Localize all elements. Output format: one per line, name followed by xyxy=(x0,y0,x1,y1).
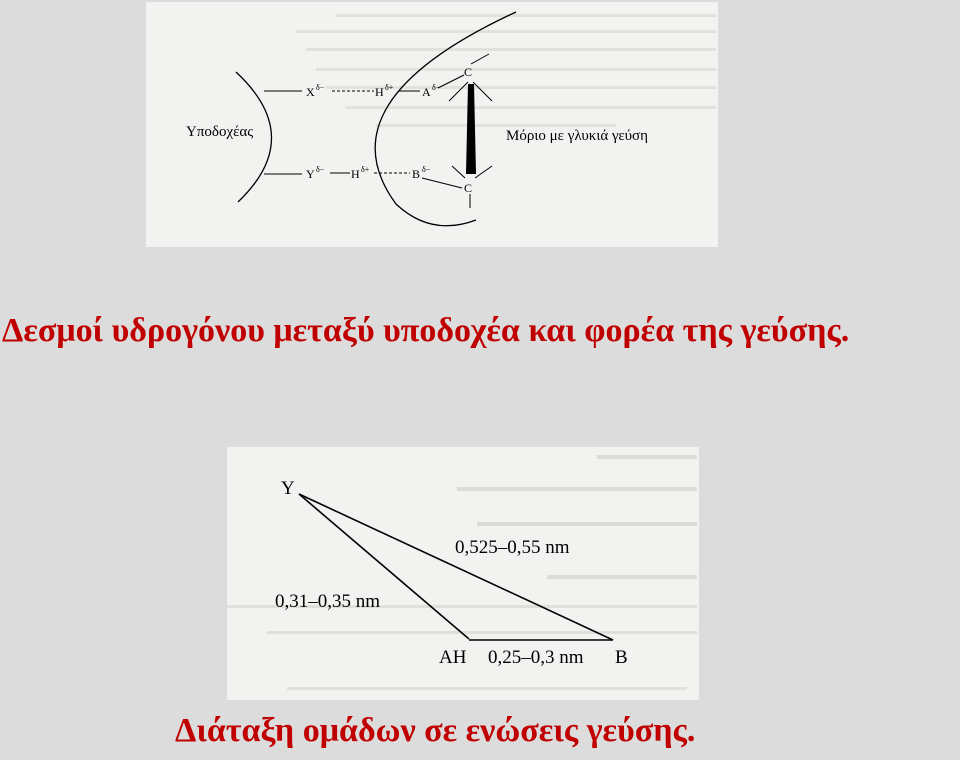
edge-y-b xyxy=(298,493,614,641)
receptor-arc xyxy=(235,71,273,203)
x-delta: δ− xyxy=(316,83,325,92)
vertex-y: Y xyxy=(281,478,295,499)
caption-group-arrangement: Διάταξη ομάδων σε ενώσεις γεύσης. xyxy=(175,712,696,749)
molecule-label: Μόριο με γλυκιά γεύση xyxy=(506,128,648,144)
background-bleed-text xyxy=(296,14,716,127)
c-top-substituent-left xyxy=(448,81,469,102)
h-delta-top: δ+ xyxy=(385,83,394,92)
bond-a-to-c xyxy=(437,74,465,89)
taste-triangle-diagram: Y AH B 0,525–0,55 nm 0,31–0,35 nm 0,25–0… xyxy=(227,447,699,700)
receptor-label: Υποδοχέας xyxy=(186,124,253,140)
background-bleed-text xyxy=(227,455,697,690)
c-bottom-substituent-left xyxy=(451,165,466,179)
distance-ah-b: 0,25–0,3 nm xyxy=(488,647,584,668)
c-top-substituent-up xyxy=(470,53,490,65)
bond-b-to-c xyxy=(421,177,463,189)
edge-y-ah xyxy=(298,493,470,640)
wedge-bond xyxy=(466,84,476,174)
h-delta-bottom: δ+ xyxy=(361,165,370,174)
b-atom: B xyxy=(412,167,420,181)
a-atom: A xyxy=(422,85,431,99)
hydrogen-bond-diagram: Υποδοχέας X δ− H δ+ A δ− Y δ− H δ+ B δ− … xyxy=(146,2,718,247)
y-delta: δ− xyxy=(316,165,325,174)
h-atom-bottom: H xyxy=(351,167,360,181)
a-delta: δ− xyxy=(432,83,441,92)
c-bottom-substituent-right xyxy=(474,165,493,179)
vertex-ah: AH xyxy=(439,647,467,668)
b-delta: δ− xyxy=(422,165,431,174)
h-atom-top: H xyxy=(375,85,384,99)
taste-triangle-svg: Y AH B 0,525–0,55 nm 0,31–0,35 nm 0,25–0… xyxy=(227,455,697,690)
c-top-substituent-right xyxy=(472,81,493,102)
vertex-b: B xyxy=(615,647,628,668)
caption-hydrogen-bonds: Δεσμοί υδρογόνου μεταξύ υποδοχέα και φορ… xyxy=(2,312,850,349)
distance-y-ah: 0,31–0,35 nm xyxy=(275,591,380,612)
x-atom: X xyxy=(306,85,315,99)
c-atom-bottom: C xyxy=(464,181,472,195)
y-atom: Y xyxy=(306,167,315,181)
distance-y-b: 0,525–0,55 nm xyxy=(455,537,570,558)
molecule-arc xyxy=(374,11,517,227)
c-atom-top: C xyxy=(464,65,472,79)
hydrogen-bond-svg: Υποδοχέας X δ− H δ+ A δ− Y δ− H δ+ B δ− … xyxy=(186,11,716,227)
